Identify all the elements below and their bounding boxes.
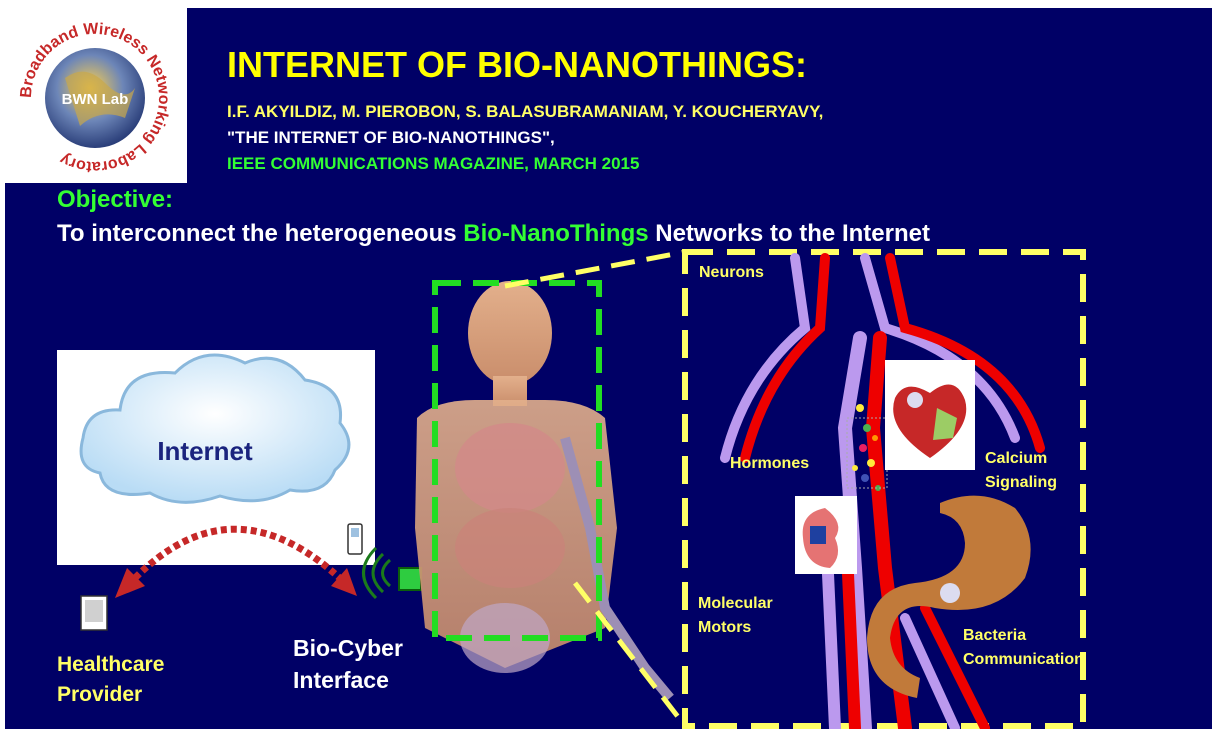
interface-label-line1: Bio-Cyber — [293, 632, 403, 664]
bacteria-communication-label: Bacteria Communication — [963, 624, 1084, 672]
calcium-label-line2: Signaling — [985, 471, 1057, 495]
motors-label-line2: Motors — [698, 616, 773, 640]
bio-nanothings-diagram: Internet — [5, 8, 1212, 729]
calcium-signaling-label: Calcium Signaling — [985, 447, 1057, 495]
neurons-label: Neurons — [699, 264, 764, 282]
healthcare-label-line2: Provider — [57, 680, 164, 710]
motors-label-line1: Molecular — [698, 592, 773, 616]
healthcare-label-line1: Healthcare — [57, 650, 164, 680]
tablet-device-icon — [81, 596, 107, 630]
arrow-to-healthcare-icon — [115, 568, 145, 598]
bacteria-label-line1: Bacteria — [963, 624, 1084, 648]
molecular-motors-label: Molecular Motors — [698, 592, 773, 640]
phone-icon — [348, 524, 362, 554]
bio-cyber-chip-icon — [399, 568, 421, 590]
bacteria-label-line2: Communication — [963, 648, 1084, 672]
calcium-label-line1: Calcium — [985, 447, 1057, 471]
healthcare-provider-label: Healthcare Provider — [57, 650, 164, 710]
slide: Broadband Wireless Networking Laboratory… — [5, 8, 1212, 729]
interface-label-line2: Interface — [293, 664, 403, 696]
hormones-label: Hormones — [730, 455, 809, 473]
heart-illustration — [885, 360, 975, 470]
bio-cyber-interface-label: Bio-Cyber Interface — [293, 632, 403, 696]
kidney-illustration — [795, 496, 857, 574]
cloud-label: Internet — [157, 436, 253, 466]
